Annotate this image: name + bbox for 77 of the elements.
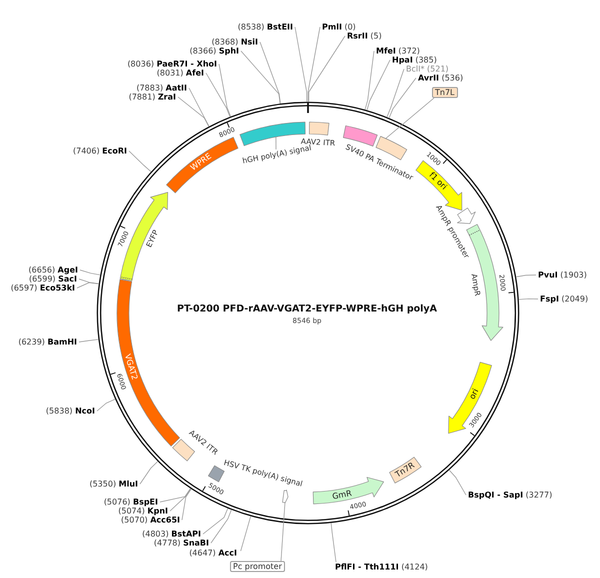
leader-line <box>260 42 281 104</box>
restriction-site-label: (6597) Eco53kI <box>10 283 75 293</box>
restriction-site-label: (6239) BamHI <box>18 337 77 347</box>
restriction-site-label: (8368) NsiI <box>212 37 258 47</box>
leader-line <box>128 150 152 172</box>
leader-line <box>170 488 191 512</box>
leader-line <box>330 522 336 562</box>
leader-line <box>178 96 210 127</box>
leader-line <box>80 270 100 276</box>
leader-line <box>308 36 346 102</box>
leader-line <box>78 278 100 284</box>
restriction-site-label: HpaI (385) <box>392 55 437 65</box>
directional-feature <box>456 207 476 225</box>
restriction-site-label: (8031) AfeI <box>156 68 204 78</box>
restriction-site-label: (5350) MluI <box>89 479 138 489</box>
leader-line <box>366 60 390 110</box>
leader-line <box>364 50 374 110</box>
feature-label: ori <box>468 388 481 401</box>
restriction-site-label: (4778) SnaBI <box>154 538 209 548</box>
leader-line <box>386 68 404 118</box>
restriction-site-label: (5070) Acc65I <box>121 515 180 525</box>
leader-line <box>518 298 538 300</box>
feature-label: f1 ori <box>426 170 448 192</box>
restriction-site-label: (4647) AccI <box>189 548 237 558</box>
restriction-site-label: PvuI (1903) <box>538 270 587 280</box>
feature-segment <box>308 121 330 136</box>
leader-line <box>188 88 210 127</box>
restriction-site-label: MfeI (372) <box>376 46 420 56</box>
leader-line <box>385 98 434 139</box>
restriction-site-label: PmlI (0) <box>322 22 356 32</box>
directional-feature <box>119 191 169 282</box>
restriction-site-label: (8036) PaeR7I - XhoI <box>127 59 217 69</box>
restriction-site-label: BclI* (521) <box>406 64 449 74</box>
restriction-site-label: (4803) BstAPI <box>142 529 201 539</box>
restriction-site-label: FspI (2049) <box>540 294 588 304</box>
feature-segment <box>207 465 225 483</box>
restriction-site-label: (8538) BstEII <box>238 22 293 32</box>
restriction-site-label: (6656) AgeI <box>28 265 78 275</box>
leader-line <box>240 50 280 104</box>
leader-line <box>516 274 536 278</box>
leader-line <box>280 503 286 562</box>
leader-line <box>140 461 158 484</box>
leader-line <box>218 64 231 117</box>
leader-line <box>210 510 232 544</box>
restriction-site-label: RsrII (5) <box>347 31 382 41</box>
leader-line <box>448 470 466 496</box>
restriction-site-label: AvrII (536) <box>418 73 464 83</box>
feature-segment <box>165 136 239 194</box>
directional-feature <box>282 489 289 504</box>
feature-tag: Tn7L <box>432 87 458 98</box>
feature-label: VGAT2 <box>123 353 140 382</box>
restriction-site-label: (5074) KpnI <box>118 506 168 516</box>
feature-tag: Pc promoter <box>230 561 285 572</box>
restriction-site-label: (7883) AatII <box>136 83 187 93</box>
leader-line <box>294 26 308 102</box>
leader-line <box>388 78 416 118</box>
restriction-site-label: BspQI - SapI (3277) <box>468 490 552 500</box>
restriction-site-label: (6599) SacI <box>28 274 77 284</box>
restriction-site-label: (7406) EcoRI <box>73 146 127 156</box>
leader-line <box>182 488 192 520</box>
directional-feature <box>447 361 493 434</box>
feature-segment <box>389 456 422 484</box>
leader-line <box>206 72 230 118</box>
leader-line <box>308 26 320 102</box>
leader-line <box>202 508 228 534</box>
restriction-site-label: PflFI - Tth111I (4124) <box>335 562 428 572</box>
feature-label: GmR <box>332 488 353 502</box>
restriction-site-label: (5838) NcoI <box>46 406 95 416</box>
leader-line <box>76 282 100 288</box>
leader-line <box>78 339 99 342</box>
plasmid-title: PT-0200 PFD-rAAV-VGAT2-EYFP-WPRE-hGH polyA <box>177 304 437 316</box>
leader-line <box>160 488 191 502</box>
restriction-site-label: (7881) ZraI <box>128 92 176 102</box>
leader-line <box>96 398 116 412</box>
leader-line <box>240 516 251 552</box>
restriction-site-label: (5076) BspEI <box>104 497 158 507</box>
restriction-site-label: (8366) SphI <box>190 46 239 56</box>
